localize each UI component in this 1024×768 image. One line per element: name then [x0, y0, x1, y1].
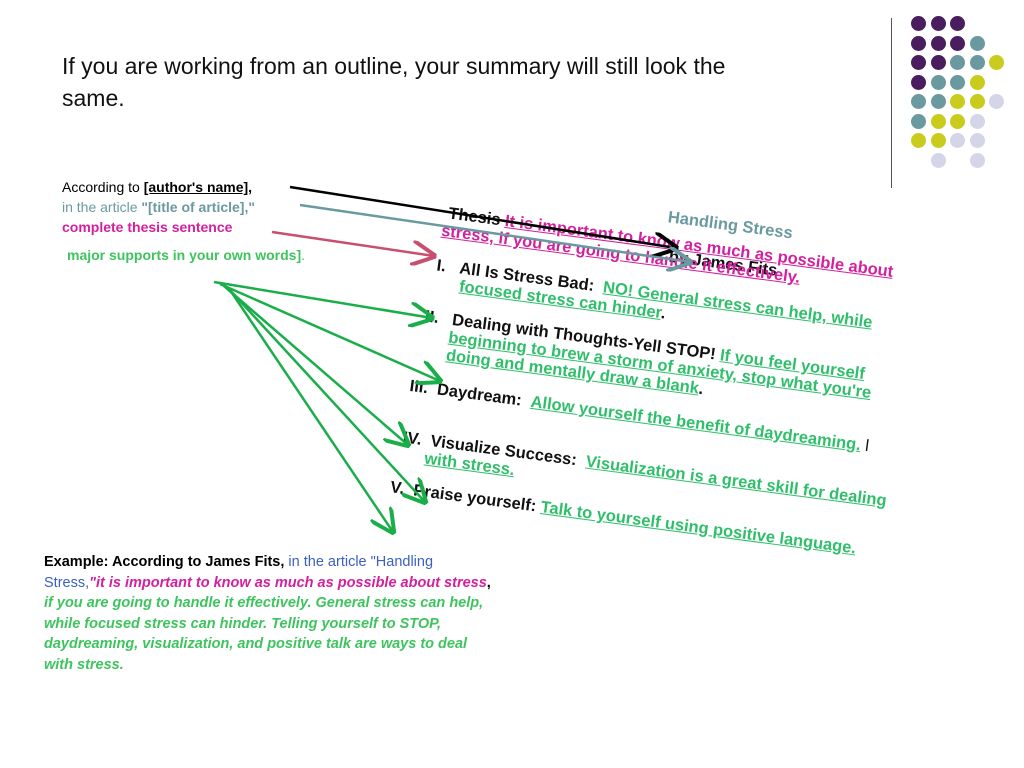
decorative-dot: [930, 94, 946, 109]
example-summary: Example: According to James Fits, in the…: [44, 554, 491, 673]
decorative-dot: [950, 16, 965, 31]
decorative-dot: [969, 55, 985, 70]
decorative-dot: [969, 94, 985, 109]
decorative-dot: [950, 74, 965, 90]
template-supports: major supports in your own words].: [67, 247, 306, 263]
page-heading: If you are working from an outline, your…: [62, 53, 726, 111]
decorative-dot: [969, 152, 985, 168]
decorative-dot: [930, 152, 946, 168]
decorative-dot: [950, 55, 965, 70]
decorative-dot: [930, 55, 946, 70]
decorative-dot: [911, 35, 926, 51]
template-according: According to: [62, 179, 144, 195]
decorative-dot: [911, 55, 926, 70]
template-thesis: complete thesis sentence: [62, 219, 233, 235]
template-title: "[title of article],": [141, 199, 255, 215]
decorative-dot: [969, 35, 985, 51]
decorative-dot: [911, 74, 926, 90]
decorative-dot: [911, 113, 926, 129]
decorative-dot: [930, 133, 946, 148]
decorative-dot: [911, 94, 926, 109]
decorative-dot: [950, 133, 965, 148]
decorative-dot: [969, 74, 985, 90]
decorative-dot: [930, 113, 946, 129]
decorative-dot: [950, 94, 965, 109]
decorative-dot: [969, 133, 985, 148]
decorative-dot: [950, 113, 965, 129]
decorative-dot: [930, 16, 946, 31]
decorative-dot: [911, 16, 926, 31]
decorative-dot: [930, 35, 946, 51]
summary-template: According to [author's name], in the art…: [62, 177, 255, 237]
template-in-article: in the article: [62, 199, 142, 215]
template-author: [author's name],: [143, 179, 253, 195]
decorative-dot: [969, 113, 985, 129]
decorative-dot: [989, 55, 1004, 70]
decorative-dot: [950, 35, 965, 51]
decorative-dot: [911, 133, 926, 148]
decorative-dot: [930, 74, 946, 90]
decorative-dot: [989, 94, 1004, 109]
divider-line: [891, 18, 892, 188]
